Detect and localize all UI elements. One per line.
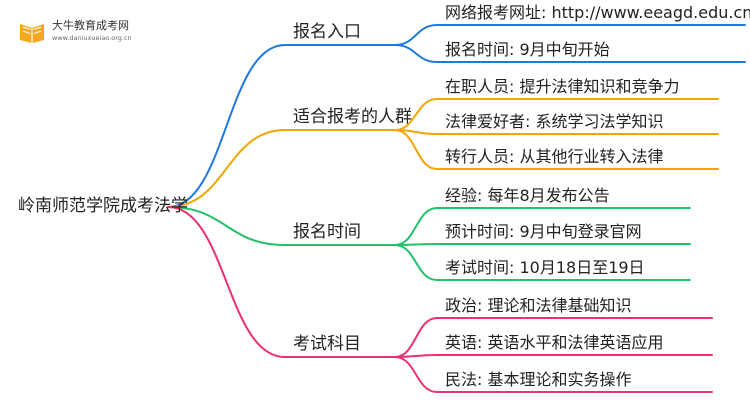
branch-leaf-connector: [394, 317, 438, 358]
leaf-node-label: 转行人员: 从其他行业转入法律: [445, 147, 664, 166]
leaf-node-label: 英语: 英语水平和法律英语应用: [445, 333, 664, 352]
leaf-node-label: 预计时间: 9月中旬登录官网: [445, 222, 642, 241]
logo-url: www.daniuxueiao.org.cn: [52, 34, 132, 42]
leaf-node-label: 政治: 理论和法律基础知识: [445, 296, 632, 315]
root-branch-connector: [167, 206, 286, 246]
site-logo: 大牛教育成考网 www.daniuxueiao.org.cn: [18, 18, 178, 48]
branch-leaf-connector: [394, 356, 438, 393]
book-logo-icon: [20, 24, 44, 43]
branch-node-label: 报名时间: [293, 222, 361, 242]
root-branch-connector: [167, 44, 286, 208]
branch-leaf-connector: [394, 129, 438, 170]
branch-node-label: 报名入口: [293, 22, 361, 42]
branch-leaf-connector: [394, 244, 438, 281]
root-node-label: 岭南师范学院成考法学: [18, 196, 188, 216]
leaf-node-label: 网络报考网址: http://www.eeagd.edu.cn/cr: [445, 3, 750, 22]
leaf-node-label: 报名时间: 9月中旬开始: [445, 40, 610, 59]
branch-leaf-connector: [394, 207, 438, 246]
branch-node-label: 适合报考的人群: [293, 107, 412, 127]
root-branch-connector: [167, 129, 286, 208]
leaf-node-label: 民法: 基本理论和实务操作: [445, 370, 632, 389]
leaf-node-label: 经验: 每年8月发布公告: [445, 186, 610, 205]
branch-leaf-connector: [394, 44, 438, 63]
leaf-node-label: 考试时间: 10月18日至19日: [445, 258, 645, 277]
leaf-node-label: 法律爱好者: 系统学习法学知识: [445, 112, 664, 131]
branch-leaf-connector: [394, 243, 438, 246]
logo-name: 大牛教育成考网: [52, 19, 129, 32]
branch-leaf-connector: [394, 24, 438, 46]
branch-node-label: 考试科目: [293, 334, 361, 354]
branch-leaf-connector: [394, 98, 438, 131]
root-branch-connector: [167, 206, 286, 358]
leaf-node-label: 在职人员: 提升法律知识和竞争力: [445, 77, 680, 96]
